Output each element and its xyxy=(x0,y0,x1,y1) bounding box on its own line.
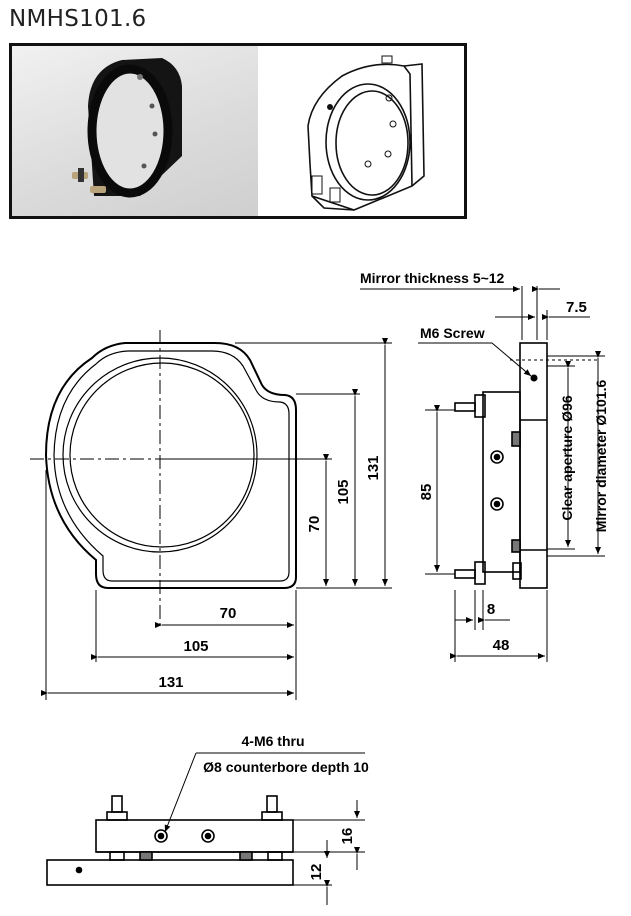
product-photo xyxy=(12,46,258,216)
dim-105-horizontal: 105 xyxy=(183,638,208,655)
dim-105-vertical: 105 xyxy=(335,479,352,504)
side-view xyxy=(454,342,548,589)
m6-screw-label: M6 Screw xyxy=(420,325,485,341)
dim-8: 8 xyxy=(487,601,495,618)
counterbore-label: Ø8 counterbore depth 10 xyxy=(203,759,369,775)
product-title: NMHS101.6 xyxy=(9,6,147,32)
dim-48: 48 xyxy=(493,637,510,654)
mount-photo-illustration xyxy=(72,58,182,198)
dim-16: 16 xyxy=(339,828,356,845)
dim-12: 12 xyxy=(308,864,325,881)
mount-line-drawing xyxy=(307,55,425,211)
dim-131-vertical: 131 xyxy=(365,455,382,480)
dim-7-5: 7.5 xyxy=(566,299,587,316)
product-photo-panel xyxy=(9,43,467,219)
dim-85: 85 xyxy=(418,484,435,501)
dim-70-horizontal: 70 xyxy=(220,605,237,622)
clear-aperture-label: Clear aperture Ø96 xyxy=(559,395,575,520)
m6-screw-marker xyxy=(530,374,538,382)
dim-131-horizontal: 131 xyxy=(158,674,183,691)
bottom-view xyxy=(46,795,294,886)
dim-70-vertical: 70 xyxy=(306,516,323,533)
mirror-thickness-label: Mirror thickness 5~12 xyxy=(360,270,505,286)
mirror-diameter-label: Mirror diameter Ø101.6 xyxy=(593,380,609,533)
thru-holes-label: 4-M6 thru xyxy=(242,733,305,749)
mirror-circle xyxy=(69,362,255,548)
front-view xyxy=(44,342,297,589)
